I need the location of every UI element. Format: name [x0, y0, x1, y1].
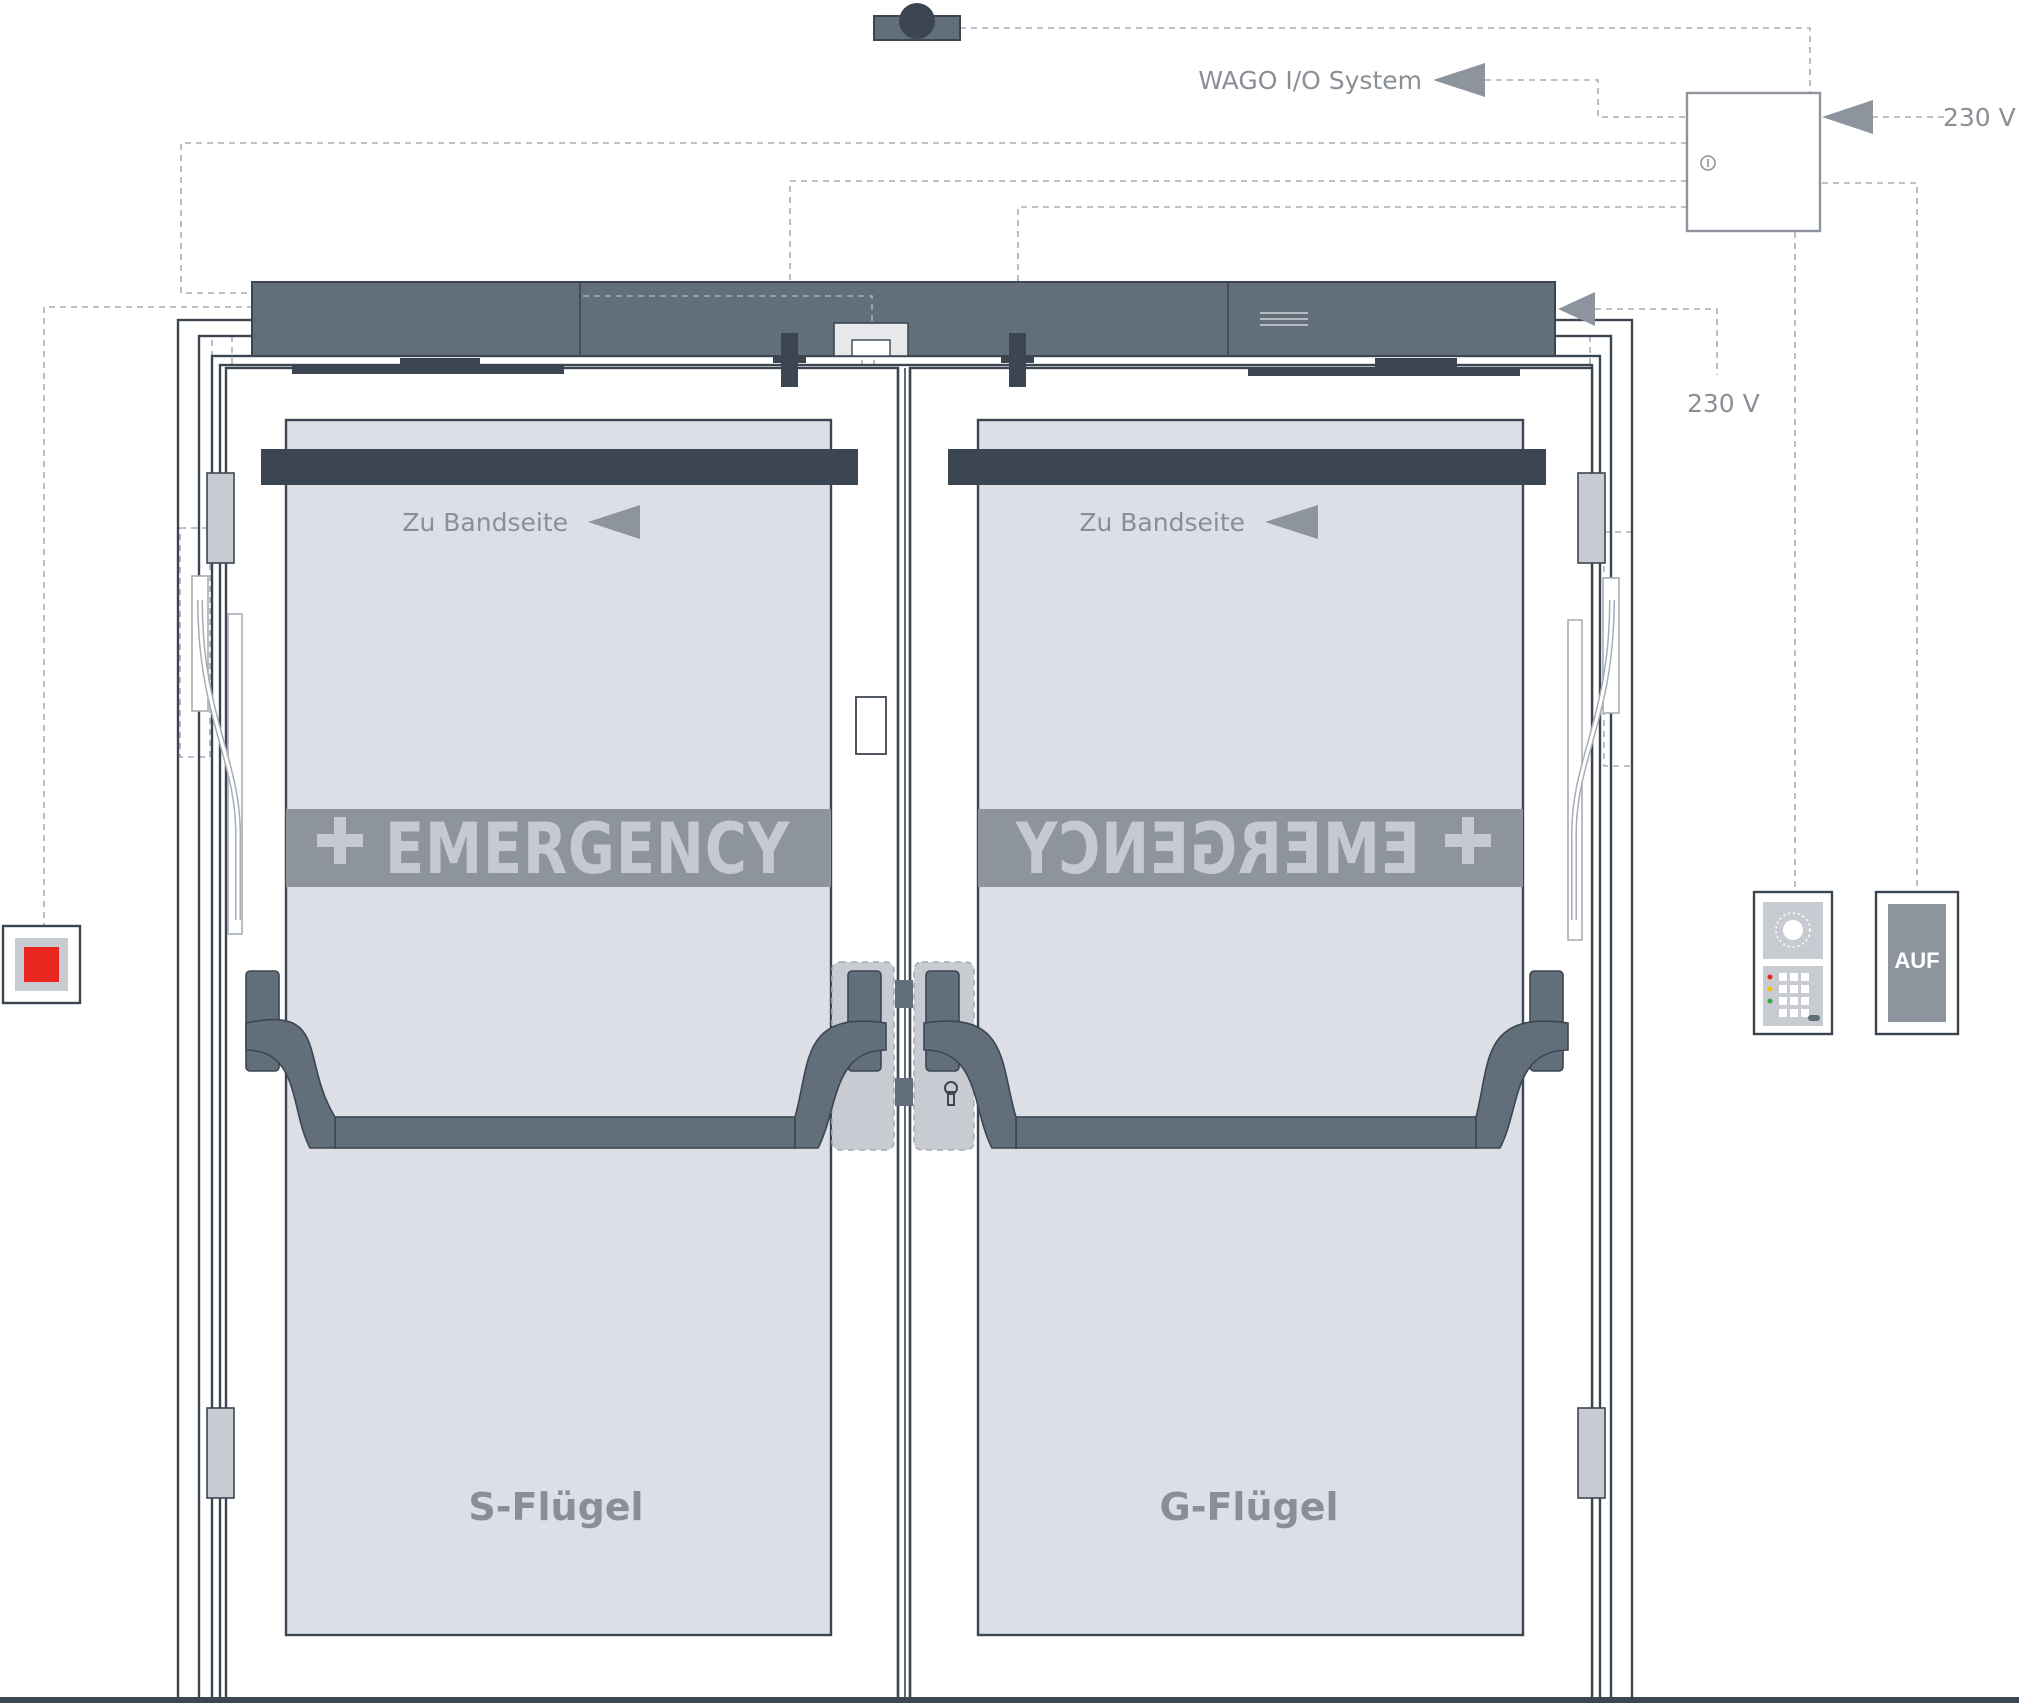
right-emergency-stripe	[978, 809, 1523, 887]
camera-icon	[873, 3, 961, 41]
left-bandseite-label: Zu Bandseite	[402, 508, 568, 537]
left-door-leaf	[224, 366, 900, 1703]
middle-contact	[855, 696, 887, 755]
auf-button-label: AUF	[1894, 948, 1939, 973]
cable-transfer-left	[191, 575, 243, 935]
right-plus-icon	[1445, 817, 1491, 864]
wago-label: WAGO I/O System	[1198, 66, 1422, 95]
left-emergency-stripe	[286, 809, 831, 887]
control-unit-icon	[1685, 91, 1822, 233]
left-closer-bar	[261, 449, 858, 485]
voltage-top-label: 230 V	[1943, 103, 2016, 132]
right-closer-bar	[948, 449, 1546, 485]
power-arrow-side	[1558, 292, 1595, 326]
right-bandseite-label: Zu Bandseite	[1079, 508, 1245, 537]
right-door-leaf	[908, 366, 1594, 1703]
s-wing-label: S-Flügel	[468, 1485, 643, 1529]
keyhole-icon	[944, 1081, 958, 1106]
power-arrow-top	[1822, 100, 1873, 134]
left-plus-icon	[317, 817, 363, 864]
wago-arrow	[1433, 63, 1485, 97]
hinges	[206, 472, 1606, 1499]
door-operator	[251, 281, 1556, 387]
right-panic-bar	[923, 970, 1569, 1149]
right-emergency-text: EMERGENCY	[1015, 808, 1420, 890]
voltage-side-label: 230 V	[1687, 389, 1760, 418]
emergency-stop-icon	[1, 924, 82, 1005]
left-panic-bar	[245, 970, 887, 1149]
right-bandseite-arrow	[1265, 505, 1318, 539]
auf-button: AUF	[1874, 890, 1960, 1036]
keypad-intercom-icon	[1752, 890, 1834, 1036]
left-bandseite-arrow	[588, 505, 640, 539]
left-emergency-text: EMERGENCY	[385, 808, 790, 890]
floor-line	[0, 1697, 2019, 1703]
g-wing-label: G-Flügel	[1160, 1485, 1339, 1529]
cable-transfer-right	[1567, 577, 1620, 941]
